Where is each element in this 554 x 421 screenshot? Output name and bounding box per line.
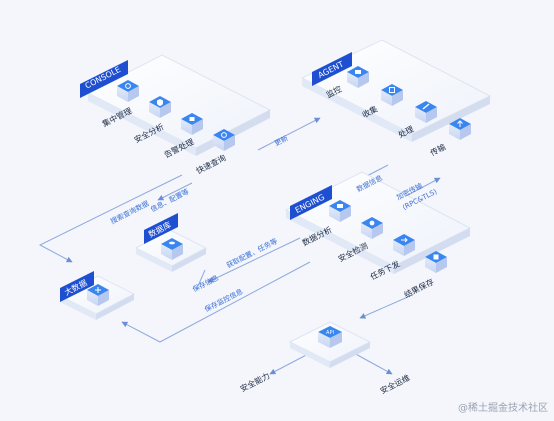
arrow-api-to-capability [269, 351, 313, 375]
api-group: API [288, 321, 372, 368]
api-label: API [326, 330, 334, 336]
arrow-engine-to-bigdata [121, 261, 311, 343]
dispatch-icon [401, 237, 408, 243]
console-item-4: 快速查询 [194, 152, 227, 175]
engine-platform [284, 171, 472, 267]
engine-cube-4 [425, 251, 447, 273]
agent-group: AGENT 监控 收集 处理 传输 [300, 39, 492, 158]
agent-cube-3 [415, 101, 437, 123]
console-cube-2 [149, 96, 171, 118]
arrow-engine-to-api [359, 295, 411, 319]
agent-item-4: 传输 [428, 142, 447, 158]
label-fetch-config: 获取配置、任务等 [225, 236, 279, 269]
wrench-icon [422, 103, 430, 110]
console-group: CONSOLE 集中管理 安全分析 告警处理 [80, 54, 272, 176]
label-search-query: 搜索查询数据 [109, 199, 151, 226]
api-cube: API [318, 326, 342, 348]
watermark: @稀土掘金技术社区 [458, 403, 548, 414]
network-icon [95, 287, 101, 293]
gear-icon [125, 83, 131, 89]
bigdata-group: 大数据 [58, 271, 136, 320]
outputs: 安全能力 安全运维 [238, 370, 411, 395]
engine-cube-1 [329, 200, 351, 222]
database-cube [161, 238, 183, 260]
engine-cube-3 [393, 234, 415, 256]
detect-icon [369, 220, 375, 226]
database-group: 数据库 [134, 213, 208, 272]
arrow-console-to-bigdata [38, 174, 183, 263]
search-icon [221, 132, 227, 138]
upload-icon [457, 120, 463, 127]
arrow-console-to-database [157, 182, 193, 201]
console-cube-4 [213, 129, 235, 151]
arrow-engine-to-database [207, 237, 301, 283]
engine-group: ENGING 数据分析 安全检测 任务下发 结果保存 [284, 171, 472, 300]
arrow-engine-save-info [197, 269, 206, 287]
label-info-config: 信息、配置等 [149, 187, 191, 214]
agent-cube-2 [381, 84, 403, 106]
database-icon [169, 241, 175, 245]
alert-icon [189, 117, 195, 121]
engine-item-4: 结果保存 [402, 276, 435, 299]
console-cube-3 [181, 113, 203, 135]
analysis-icon [337, 204, 343, 208]
agent-cube-4 [449, 118, 471, 140]
shield-icon [157, 99, 163, 106]
arrow-api-to-operations [351, 351, 393, 375]
bigdata-cube [87, 284, 109, 306]
arrow-console-to-agent [257, 117, 321, 151]
output-capability: 安全能力 [238, 370, 271, 393]
output-operations: 安全运维 [378, 372, 411, 395]
collect-icon [389, 87, 395, 93]
console-cube-1 [117, 80, 139, 102]
agent-cube-1 [347, 66, 369, 88]
engine-cube-2 [361, 217, 383, 239]
save-icon [433, 254, 439, 260]
monitor-icon [355, 70, 361, 74]
label-save-info: 保存信息 [191, 273, 220, 294]
